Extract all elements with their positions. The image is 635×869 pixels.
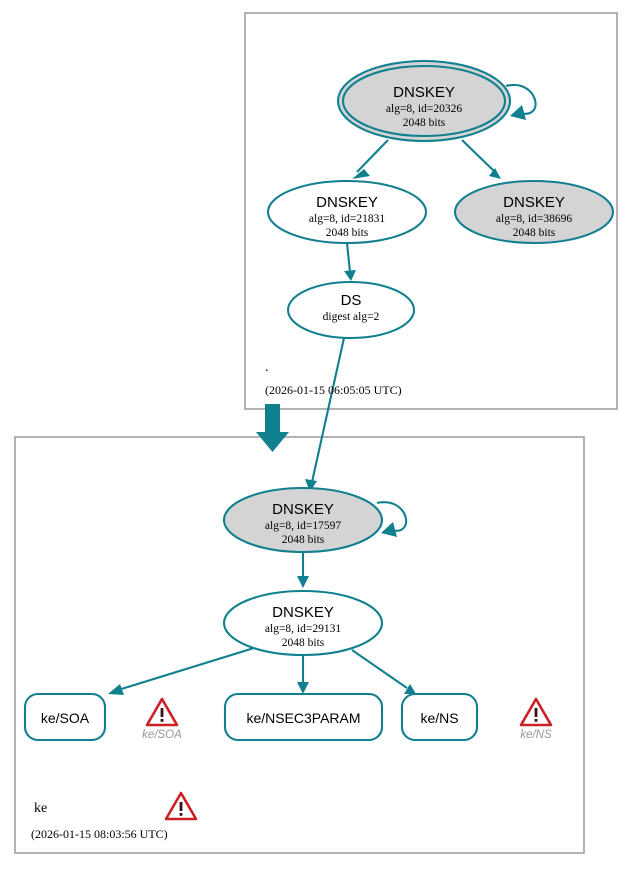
edge-self-signature-root-ksk [505, 83, 537, 120]
warning-ke-ns[interactable]: ke/NS [519, 697, 553, 741]
node-detail-line2: digest alg=2 [323, 311, 380, 323]
node-title: DNSKEY [503, 194, 565, 211]
node-ds-digest-alg-2[interactable]: DS digest alg=2 [286, 280, 416, 340]
delegation-block-arrow [256, 404, 289, 452]
node-detail-line2: alg=8, id=38696 [496, 213, 572, 225]
edge-ds-to-ke-ksk-17597 [305, 337, 346, 492]
node-title: DNSKEY [272, 501, 334, 518]
zone-label-ke: ke (2026-01-15 08:03:56 UTC) [31, 791, 198, 841]
node-detail-line2: alg=8, id=29131 [265, 623, 341, 635]
edge-ke-zsk-to-nsec3param [297, 655, 309, 694]
node-title: DS [341, 292, 362, 309]
rrset-label: ke/SOA [41, 710, 90, 726]
node-dnskey-29131[interactable]: DNSKEY alg=8, id=29131 2048 bits [222, 589, 384, 657]
edge-root-ksk-to-zsk-38696 [461, 139, 501, 179]
node-detail-line2: alg=8, id=21831 [309, 213, 385, 225]
rrset-ke-ns[interactable]: ke/NS [400, 692, 479, 742]
edge-ke-ksk-to-zsk-29131 [297, 552, 309, 588]
zone-timestamp: (2026-01-15 06:05:05 UTC) [265, 383, 402, 397]
node-detail-line3: 2048 bits [326, 227, 369, 239]
warning-triangle-icon [164, 791, 198, 821]
zone-name: . [265, 360, 269, 375]
edge-ke-zsk-to-soa [108, 646, 255, 695]
zone-name: ke [34, 801, 47, 816]
rrset-label: ke/NSEC3PARAM [246, 710, 360, 726]
node-title: DNSKEY [393, 84, 455, 101]
warning-caption: ke/NS [520, 729, 552, 741]
rrset-ke-soa[interactable]: ke/SOA [23, 692, 107, 742]
zone-timestamp: (2026-01-15 08:03:56 UTC) [31, 827, 168, 841]
edge-ke-zsk-to-ns [351, 649, 416, 694]
edge-zsk-21831-to-ds [344, 242, 356, 281]
warning-caption: ke/SOA [142, 729, 182, 741]
zone-label-root: . (2026-01-15 06:05:05 UTC) [265, 360, 402, 397]
node-title: DNSKEY [316, 194, 378, 211]
edge-self-signature-ke-ksk [376, 501, 407, 537]
node-detail-line2: alg=8, id=20326 [386, 103, 462, 115]
warning-ke-soa[interactable]: ke/SOA [142, 697, 182, 741]
node-detail-line3: 2048 bits [282, 534, 325, 546]
node-detail-line3: 2048 bits [513, 227, 556, 239]
node-dnskey-38696[interactable]: DNSKEY alg=8, id=38696 2048 bits [453, 179, 615, 245]
warning-triangle-icon [519, 697, 553, 727]
node-title: DNSKEY [272, 604, 334, 621]
rrset-label: ke/NS [420, 710, 458, 726]
edge-root-ksk-to-zsk-21831 [352, 139, 389, 179]
node-detail-line3: 2048 bits [282, 637, 325, 649]
node-dnskey-17597[interactable]: DNSKEY alg=8, id=17597 2048 bits [222, 486, 384, 554]
node-dnskey-20326[interactable]: DNSKEY alg=8, id=20326 2048 bits [336, 59, 512, 143]
node-dnskey-21831[interactable]: DNSKEY alg=8, id=21831 2048 bits [266, 179, 428, 245]
warning-triangle-icon [145, 697, 179, 727]
rrset-ke-nsec3param[interactable]: ke/NSEC3PARAM [223, 692, 384, 742]
node-detail-line2: alg=8, id=17597 [265, 520, 341, 532]
node-detail-line3: 2048 bits [403, 117, 446, 129]
